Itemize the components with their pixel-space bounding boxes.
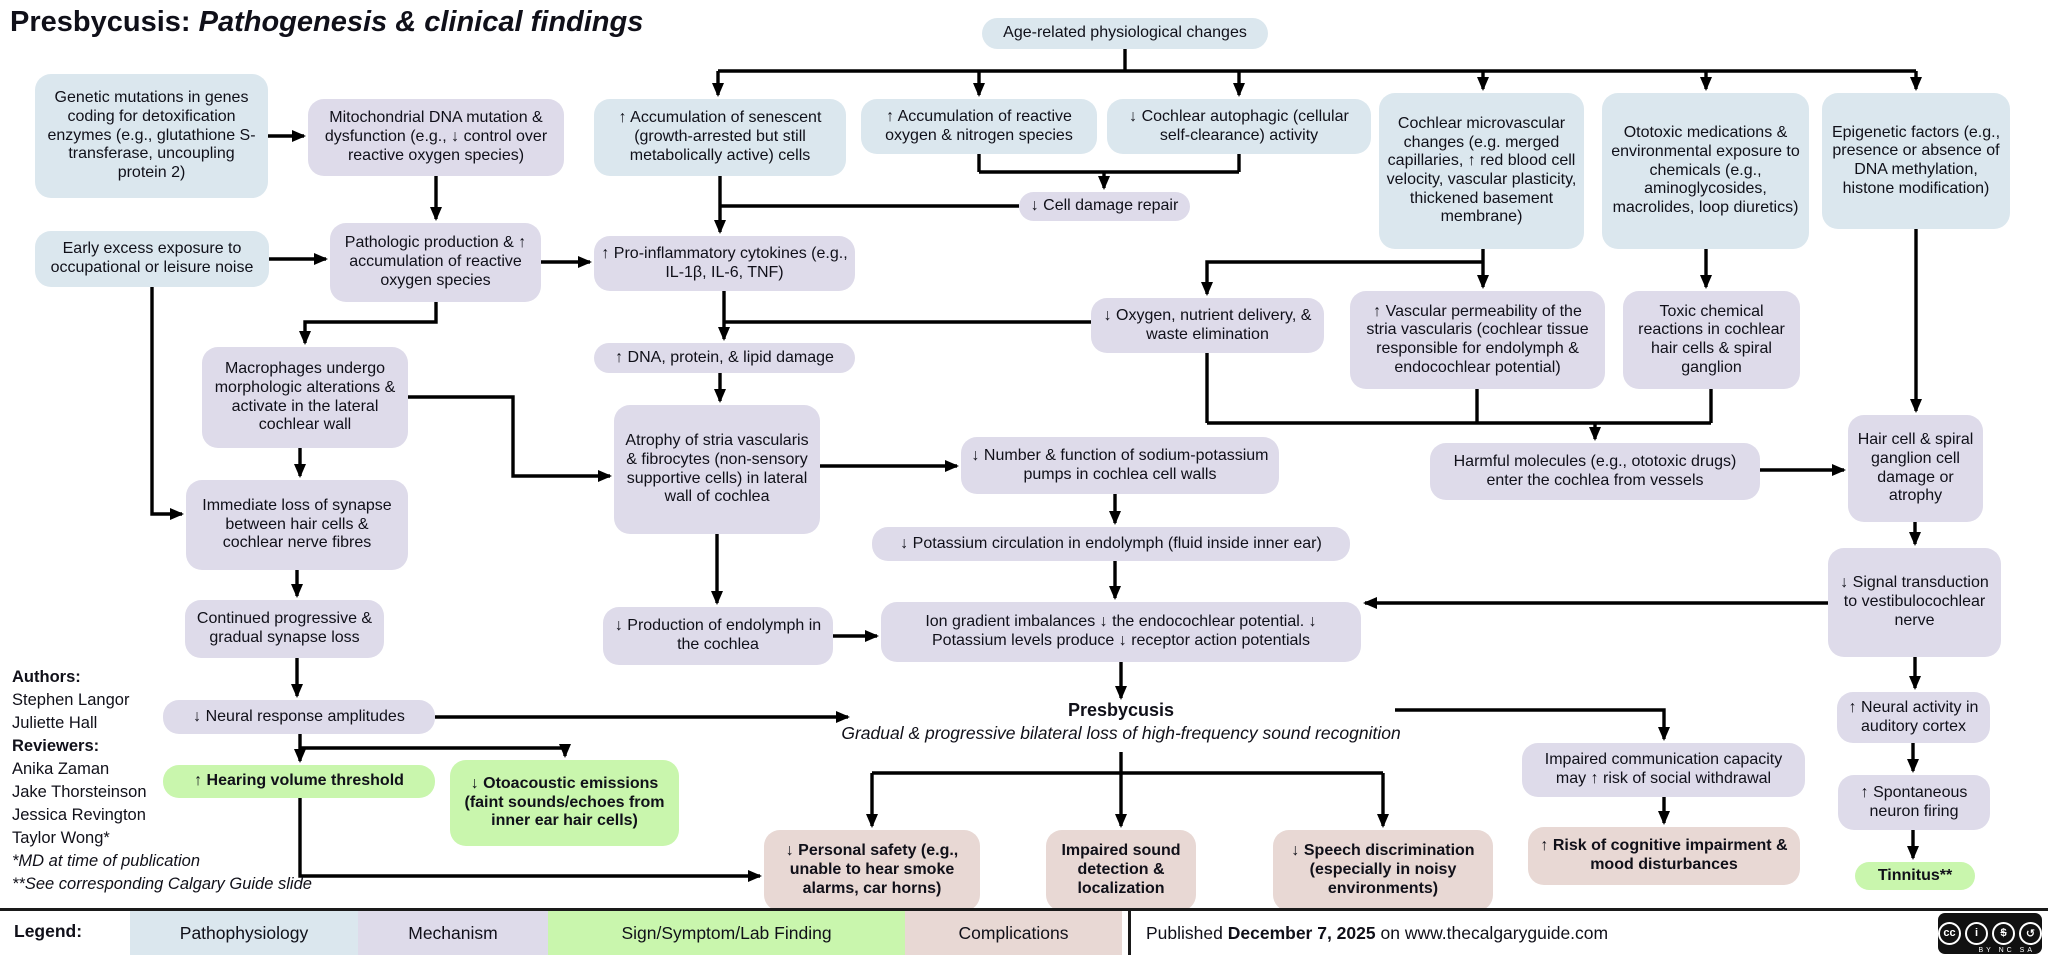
cc-circle-icon: ↺: [2019, 922, 2042, 945]
legend-item-sign: Sign/Symptom/Lab Finding: [548, 911, 905, 955]
node-toxic-chemical: Toxic chemical reactions in cochlear hai…: [1623, 291, 1800, 389]
authors-line: Taylor Wong*: [12, 829, 110, 847]
legend-item-mechanism: Mechanism: [358, 911, 548, 955]
node-pathologic-ros: Pathologic production & ↑ accumulation o…: [330, 223, 541, 302]
node-cognitive-impairment: ↑ Risk of cognitive impairment & mood di…: [1528, 827, 1800, 885]
node-vascular-permeability: ↑ Vascular permeability of the stria vas…: [1350, 291, 1605, 389]
node-reactive-species: ↑ Accumulation of reactive oxygen & nitr…: [861, 99, 1097, 154]
authors-line: Jessica Revington: [12, 806, 146, 824]
cc-circle-icon: i: [1965, 922, 1988, 945]
node-tinnitus: Tinnitus**: [1855, 862, 1975, 890]
node-personal-safety: ↓ Personal safety (e.g., unable to hear …: [764, 830, 980, 911]
page-title-prefix: Presbycusis:: [10, 6, 191, 38]
node-speech-discrimination: ↓ Speech discrimination (especially in n…: [1273, 830, 1493, 911]
authors-line: Authors:: [12, 668, 81, 686]
published-line: Published December 7, 2025 on www.thecal…: [1146, 911, 1608, 955]
node-autophagic: ↓ Cochlear autophagic (cellular self-cle…: [1107, 99, 1371, 154]
node-dna-damage: ↑ DNA, protein, & lipid damage: [594, 343, 855, 373]
node-sodium-pumps: ↓ Number & function of sodium-potassium …: [961, 437, 1279, 494]
node-signal-transduction: ↓ Signal transduction to vestibulocochle…: [1828, 548, 2001, 657]
node-hearing-threshold: ↑ Hearing volume threshold: [163, 765, 435, 798]
node-microvascular: Cochlear microvascular changes (e.g. mer…: [1379, 93, 1584, 249]
node-continued-synapse-loss: Continued progressive & gradual synapse …: [185, 600, 384, 658]
node-genetic-mutations: Genetic mutations in genes coding for de…: [35, 74, 268, 198]
legend-item-complication: Complications: [905, 911, 1122, 955]
flow-arrow: [1395, 708, 1670, 741]
cc-circle-icon: cc: [1938, 922, 1961, 945]
node-early-noise: Early excess exposure to occupational or…: [35, 231, 269, 287]
published-date: December 7, 2025: [1227, 922, 1376, 943]
cc-license-terms: BY NC SA: [1978, 947, 2035, 954]
legend-divider: [1128, 911, 1131, 955]
authors-line: *MD at time of publication: [12, 852, 201, 870]
node-neural-activity: ↑ Neural activity in auditory cortex: [1837, 692, 1990, 743]
authors-line: Reviewers:: [12, 737, 100, 755]
node-age-related: Age-related physiological changes: [982, 18, 1268, 49]
authors-line: Jake Thorsteinson: [12, 783, 147, 801]
flow-arrow: [300, 744, 571, 758]
flow-arrow: [299, 302, 438, 345]
node-cytokines: ↑ Pro-inflammatory cytokines (e.g., IL-1…: [594, 236, 855, 291]
node-oxygen-delivery: ↓ Oxygen, nutrient delivery, & waste eli…: [1091, 298, 1324, 353]
node-mitochondrial: Mitochondrial DNA mutation & dysfunction…: [308, 99, 564, 176]
flow-arrow: [150, 287, 184, 520]
legend-item-pathophysiology: Pathophysiology: [130, 911, 358, 955]
flow-arrow: [408, 395, 612, 482]
presbycusis-subtitle: Gradual & progressive bilateral loss of …: [841, 723, 1401, 743]
node-impaired-communication: Impaired communication capacity may ↑ ri…: [1522, 743, 1805, 797]
legend-label: Legend:: [14, 921, 83, 941]
flow-arrow: [1201, 260, 1483, 296]
authors-line: Anika Zaman: [12, 760, 110, 778]
cc-circle-icon: $: [1992, 922, 2015, 945]
node-cell-damage-repair: ↓ Cell damage repair: [1019, 192, 1190, 221]
node-potassium-circulation: ↓ Potassium circulation in endolymph (fl…: [872, 527, 1350, 561]
authors-line: Juliette Hall: [12, 714, 98, 732]
node-atrophy-stria: Atrophy of stria vascularis & fibrocytes…: [614, 405, 820, 534]
authors-line: Stephen Langor: [12, 691, 130, 709]
node-macrophages: Macrophages undergo morphologic alterati…: [202, 347, 408, 448]
presbycusis-label: Presbycusis: [1067, 700, 1175, 720]
node-impaired-sound: Impaired sound detection & localization: [1046, 830, 1196, 911]
node-epigenetic: Epigenetic factors (e.g., presence or ab…: [1822, 93, 2010, 229]
node-ion-gradient: Ion gradient imbalances ↓ the endocochle…: [881, 602, 1361, 662]
published-site: on www.thecalgaryguide.com: [1375, 922, 1609, 943]
node-senescent-cells: ↑ Accumulation of senescent (growth-arre…: [594, 99, 846, 176]
node-neural-response: ↓ Neural response amplitudes: [163, 700, 435, 734]
page-title: Presbycusis: Pathogenesis & clinical fin…: [10, 6, 643, 39]
node-spontaneous-firing: ↑ Spontaneous neuron firing: [1838, 775, 1990, 830]
node-ototoxic: Ototoxic medications & environmental exp…: [1602, 93, 1809, 249]
node-endolymph-production: ↓ Production of endolymph in the cochlea: [603, 607, 833, 665]
node-harmful-molecules: Harmful molecules (e.g., ototoxic drugs)…: [1430, 443, 1760, 500]
authors-line: **See corresponding Calgary Guide slide: [12, 875, 312, 893]
published-prefix: Published: [1146, 922, 1228, 943]
node-hair-cell-damage: Hair cell & spiral ganglion cell damage …: [1848, 415, 1983, 522]
node-immediate-synapse-loss: Immediate loss of synapse between hair c…: [186, 480, 408, 570]
node-otoacoustic-emissions: ↓ Otoacoustic emissions (faint sounds/ec…: [450, 760, 679, 846]
page-title-subject: Pathogenesis & clinical findings: [198, 6, 644, 38]
